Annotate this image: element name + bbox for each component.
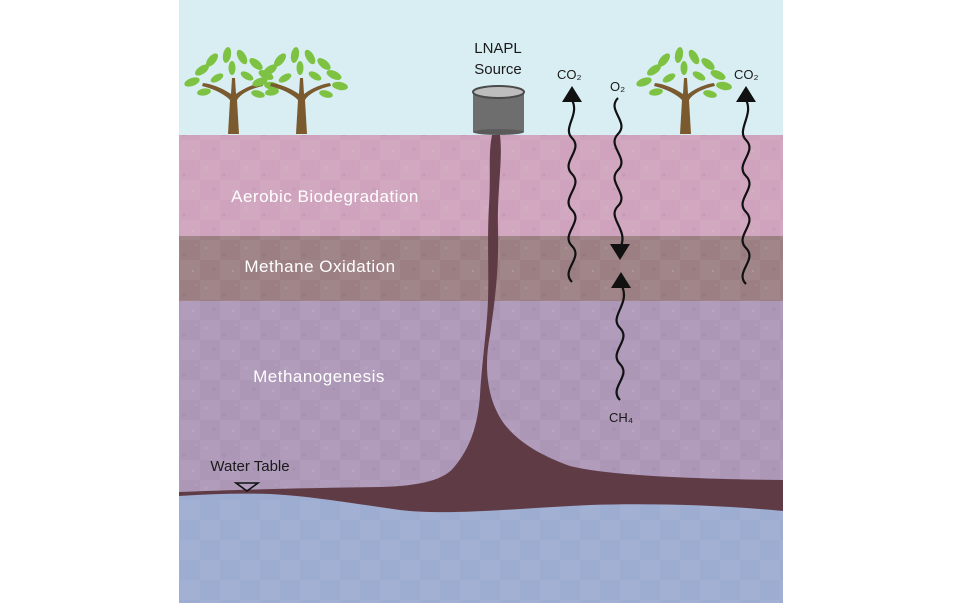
o2-label: O₂ (610, 79, 626, 94)
lnapl-source-label: LNAPL Source (462, 38, 534, 80)
aerobic-biodegradation-label: Aerobic Biodegradation (231, 187, 419, 206)
arrow-up-icon (562, 86, 582, 102)
co2-left-flow-line (567, 99, 577, 283)
co2-right-flow-line (741, 99, 751, 285)
lnapl-plume (179, 135, 783, 513)
water-table-triangle-icon (233, 482, 261, 492)
source-container-icon (472, 85, 525, 135)
arrow-up-icon (611, 272, 631, 288)
methane-oxidation-label: Methane Oxidation (244, 257, 396, 276)
o2-flow-line (613, 97, 624, 249)
ch4-label: CH₄ (609, 410, 634, 425)
tree-icon (636, 47, 732, 134)
arrow-down-icon (610, 244, 630, 260)
tree-icon (252, 47, 348, 134)
water-table-label: Water Table (210, 458, 290, 475)
methanogenesis-label: Methanogenesis (253, 367, 385, 386)
co2-left-label: CO₂ (557, 67, 582, 82)
tree-icon (184, 47, 280, 134)
lnapl-source-line1: LNAPL (474, 40, 522, 57)
groundwater-checker (179, 500, 783, 603)
arrow-up-icon (736, 86, 756, 102)
ch4-flow-line (615, 283, 626, 401)
co2-right-label: CO₂ (734, 67, 759, 82)
lnapl-source-line2: Source (474, 61, 522, 78)
